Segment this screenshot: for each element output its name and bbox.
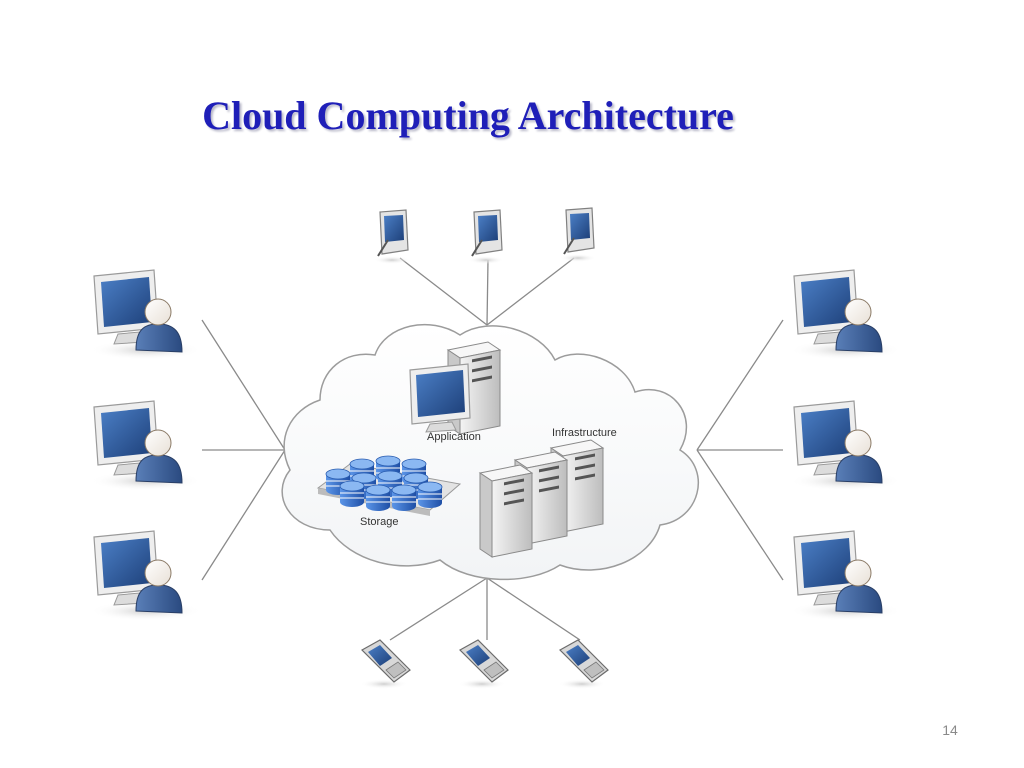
connector-lines [201,257,784,641]
desktop-user-icon [789,400,903,492]
application-label: Application [427,431,481,443]
infrastructure-label: Infrastructure [552,427,617,439]
pda-icon [467,209,505,265]
storage-icon [316,455,462,516]
mobile-phone-icon [457,639,509,690]
desktop-user-icon [89,269,203,361]
desktop-user-icon [89,400,203,492]
desktop-user-icon [789,530,903,622]
page-number: 14 [942,722,958,738]
pda-icon [373,209,411,265]
pda-icon [559,207,597,263]
desktop-user-icon [89,530,203,622]
mobile-phone-icon [359,639,411,690]
desktop-user-icon [789,269,903,361]
storage-label: Storage [360,516,399,528]
mobile-phone-icon [557,639,609,690]
application-server-icon [409,341,501,435]
slide-title: Cloud Computing Architecture [202,93,734,138]
